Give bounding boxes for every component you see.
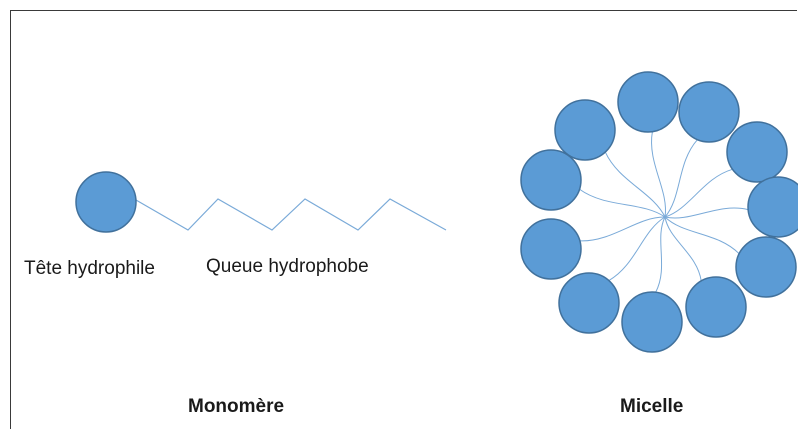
micelle-head	[726, 121, 788, 183]
monomer-head	[75, 171, 137, 233]
micelle-head	[617, 71, 679, 133]
micelle-head	[747, 176, 798, 238]
micelle-head	[621, 291, 683, 353]
micelle-head	[554, 99, 616, 161]
micelle-tails	[579, 131, 749, 293]
micelle-group	[520, 71, 798, 353]
micelle-head	[685, 276, 747, 338]
monomer-group	[75, 171, 447, 233]
micelle-tail	[604, 151, 666, 218]
micelle-tail	[608, 216, 666, 281]
micelle-tail	[664, 168, 733, 218]
micelle-tail	[664, 216, 702, 281]
hydrophobic-tail-label: Queue hydrophobe	[206, 256, 369, 277]
micelle-tail	[651, 131, 667, 218]
micelle-tail	[664, 139, 698, 218]
micelle-tail	[664, 216, 740, 255]
figure-frame	[10, 10, 797, 429]
monomer-caption: Monomère	[188, 396, 285, 417]
micelle-head	[558, 272, 620, 334]
micelle-head	[520, 149, 582, 211]
micelle-tail	[655, 216, 666, 293]
micelle-tail	[579, 216, 666, 242]
micelle-caption: Micelle	[620, 396, 684, 417]
monomer-tail	[135, 198, 447, 231]
hydrophilic-head-label: Tête hydrophile	[24, 258, 155, 279]
micelle-head	[520, 218, 582, 280]
micelle-heads	[520, 71, 798, 353]
micelle-head	[678, 81, 740, 143]
micelle-tail	[664, 207, 749, 219]
micelle-head	[735, 236, 797, 298]
micelle-tail	[579, 188, 666, 218]
